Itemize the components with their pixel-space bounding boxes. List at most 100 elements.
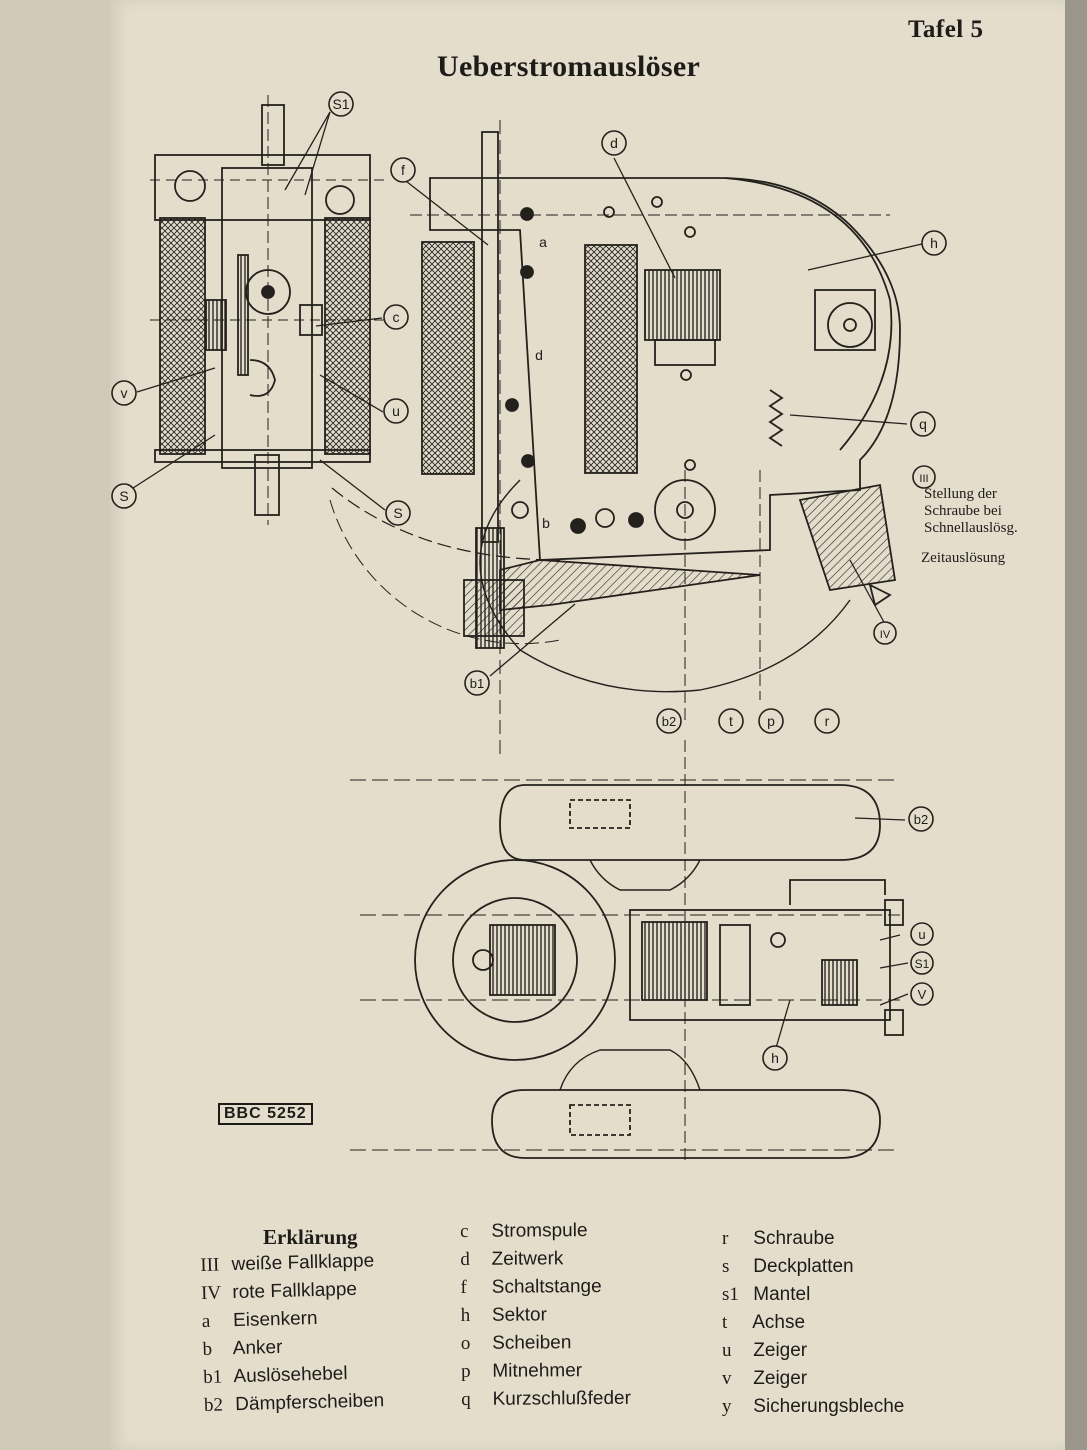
callout-u-lower: u (918, 927, 925, 942)
shaft-bottom (254, 454, 280, 516)
callout-III: III (919, 473, 928, 485)
legend-column-3: r Schraube s Deckplatten s1 Mantel t Ach… (722, 1225, 904, 1421)
legend-text: Schaltstange (491, 1276, 602, 1298)
legend-key: b2 (203, 1394, 224, 1416)
background-surface (1065, 0, 1087, 1450)
note-zeitauslosung: Zeitauslösung (921, 550, 1006, 566)
legend-text: weiße Fallklappe (231, 1250, 375, 1276)
legend-key: s1 (722, 1284, 739, 1305)
damper-disc-top (499, 784, 881, 861)
coil-left (159, 217, 206, 455)
frame-outline (429, 177, 901, 561)
legend-item: u Zeiger (722, 1337, 904, 1365)
note-line: Schnellauslösg. (924, 520, 1018, 536)
side-view-assembly (150, 95, 390, 525)
document-sheet (110, 0, 1065, 1450)
legend-key: u (722, 1340, 732, 1361)
damper-disc-arc (479, 479, 851, 693)
legend-text: Achse (752, 1312, 806, 1333)
legend-item: IV rote Fallklappe (201, 1275, 382, 1308)
legend-text: Scheiben (492, 1332, 572, 1354)
legend-key: p (460, 1360, 471, 1382)
callout-t: t (729, 713, 733, 729)
callout-c: c (393, 309, 400, 325)
figure-code-stamp: BBC 5252 (218, 1103, 313, 1125)
legend-key: h (460, 1304, 471, 1326)
callout-v-lower: V (918, 987, 927, 1002)
legend-text: Deckplatten (753, 1256, 854, 1277)
legend-text: Auslösehebel (233, 1363, 348, 1388)
legend-key: v (722, 1368, 732, 1389)
legend-key: a (201, 1310, 211, 1332)
callout-h: h (930, 235, 938, 251)
legend-key: b1 (203, 1366, 223, 1388)
callout-s1-lower: S1 (915, 957, 930, 971)
callout-q: q (919, 416, 927, 432)
legend-text: Schraube (753, 1228, 835, 1249)
clockwork (644, 269, 721, 341)
coil-top-view (414, 859, 616, 1061)
legend-text: Kurzschlußfeder (492, 1387, 631, 1410)
legend-text: Anker (232, 1336, 283, 1360)
shaft-top (261, 104, 285, 166)
legend-key: III (200, 1254, 220, 1276)
label-a: a (539, 234, 547, 250)
legend-item: r Schraube (722, 1225, 904, 1253)
legend-item: o Scheiben (461, 1329, 631, 1358)
legend-key: c (460, 1220, 469, 1242)
legend-item: f Schaltstange (460, 1273, 630, 1302)
legend-item: h Sektor (461, 1301, 631, 1330)
legend-key: t (722, 1312, 728, 1333)
label-b: b (542, 515, 550, 531)
callout-r: r (825, 713, 830, 729)
legend-column-2: c Stromspule d Zeitwerk f Schaltstange h… (460, 1217, 631, 1414)
legend-item: s Deckplatten (722, 1253, 904, 1281)
callout-f: f (401, 162, 405, 178)
switch-rod (481, 131, 499, 543)
clockwork-top (629, 909, 891, 1021)
callout-IV: IV (880, 629, 891, 641)
legend-item: t Achse (722, 1309, 904, 1337)
plate-label: Tafel 5 (908, 16, 984, 43)
callout-h-lower: h (771, 1050, 779, 1066)
note-line: Schraube bei (924, 503, 1002, 519)
legend-title: Erklärung (263, 1225, 358, 1249)
legend-text: rote Fallklappe (232, 1278, 358, 1304)
release-lever (499, 559, 761, 611)
legend-item: d Zeitwerk (460, 1245, 630, 1274)
page-title: Ueberstromauslöser (437, 50, 701, 83)
legend-item: p Mitnehmer (461, 1357, 631, 1386)
callout-s1: S1 (332, 96, 349, 112)
callout-s-left: S (119, 488, 128, 504)
legend-key: r (722, 1228, 729, 1249)
legend-text: Mitnehmer (492, 1360, 583, 1382)
callout-u: u (392, 403, 400, 419)
top-view-assembly (350, 740, 904, 1160)
legend-text: Dämpferscheiben (235, 1390, 385, 1416)
legend-item: c Stromspule (460, 1217, 630, 1246)
legend-item: v Zeiger (722, 1365, 904, 1393)
callout-b2-lower: b2 (914, 812, 928, 827)
legend-item: b2 Dämpferscheiben (204, 1387, 385, 1420)
legend-text: Zeiger (753, 1368, 808, 1389)
callout-s-right: S (393, 505, 402, 521)
callout-d: d (610, 135, 618, 151)
legend-text: Stromspule (491, 1220, 588, 1242)
note-stellung: Stellung der Schraube bei Schnellauslösg… (924, 486, 1018, 537)
front-view-assembly (329, 120, 901, 760)
legend-text: Eisenkern (232, 1307, 318, 1332)
legend-key: q (461, 1388, 471, 1410)
legend-text: Zeiger (753, 1340, 808, 1361)
label-d-inner: d (535, 347, 543, 363)
legend-text: Sicherungsbleche (753, 1396, 905, 1417)
legend-key: y (722, 1396, 732, 1417)
damper-disc-bottom (491, 1089, 881, 1159)
legend-key: b (202, 1338, 213, 1360)
legend-text: Zeitwerk (491, 1248, 564, 1270)
flap-housing (798, 483, 897, 592)
legend-item: q Kurzschlußfeder (461, 1385, 631, 1414)
adjacent-page-edge (0, 0, 112, 1450)
legend-item: s1 Mantel (722, 1281, 904, 1309)
coil-right (324, 217, 371, 455)
